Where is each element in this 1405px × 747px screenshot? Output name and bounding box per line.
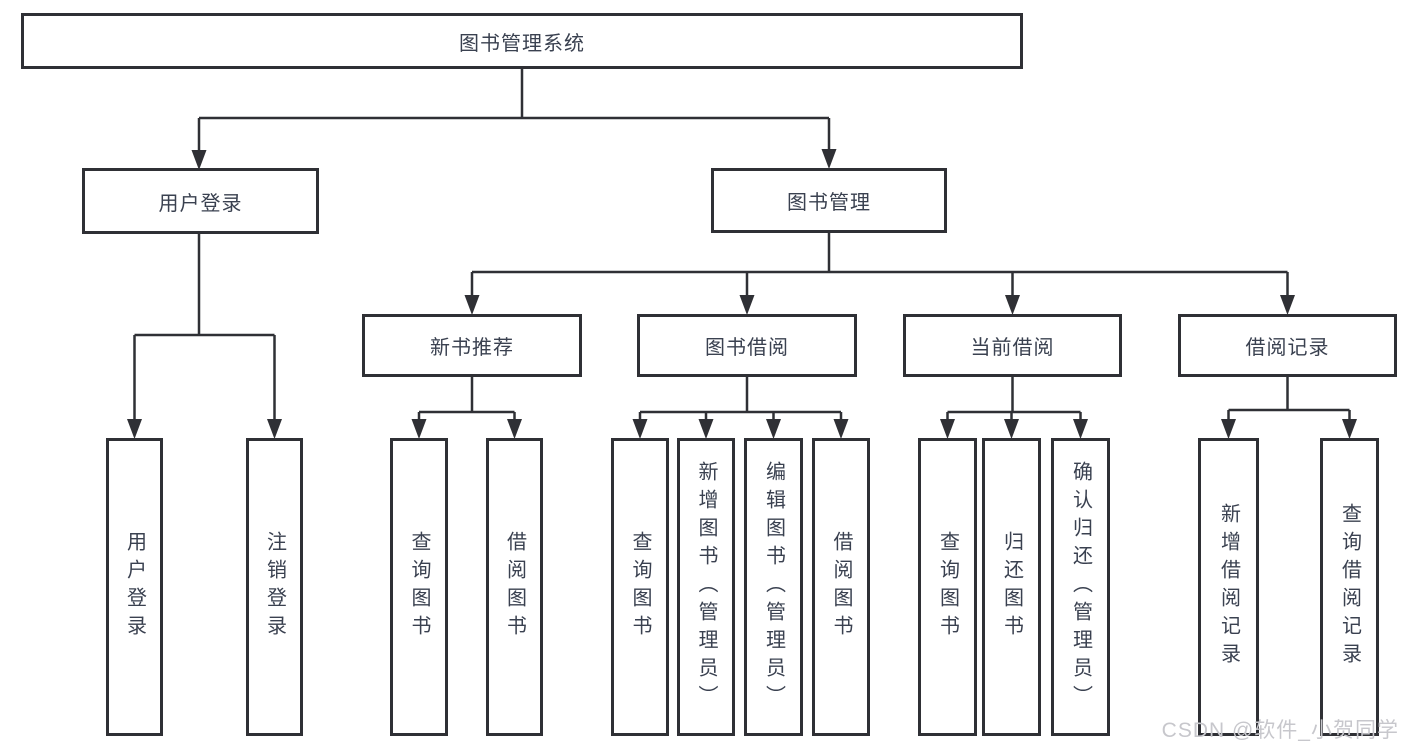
- leaf-query-books-newbook: 查询图书: [390, 438, 448, 736]
- leaf-label: 查询图书: [629, 531, 651, 643]
- leaf-add-book-admin: 新增图书（管理员）: [677, 438, 735, 736]
- leaf-edit-book-admin: 编辑图书（管理员）: [744, 438, 803, 736]
- leaf-query-books-current: 查询图书: [918, 438, 977, 736]
- node-new-book-recommend: 新书推荐: [362, 314, 582, 377]
- leaf-label: 归还图书: [1000, 531, 1023, 643]
- leaf-query-books-borrow: 查询图书: [611, 438, 669, 736]
- node-book-borrow: 图书借阅: [637, 314, 857, 377]
- leaf-label: 查询借阅记录: [1338, 503, 1361, 671]
- leaf-label: 用户登录: [123, 531, 146, 643]
- node-root-system: 图书管理系统: [21, 13, 1023, 69]
- leaf-label: 借阅图书: [503, 531, 526, 643]
- leaf-label: 借阅图书: [830, 531, 852, 643]
- node-book-management: 图书管理: [711, 168, 947, 233]
- leaf-label: 新增借阅记录: [1217, 503, 1240, 671]
- leaf-borrow-books-newbook: 借阅图书: [486, 438, 543, 736]
- leaf-query-borrow-record: 查询借阅记录: [1320, 438, 1379, 736]
- node-current-borrow: 当前借阅: [903, 314, 1122, 377]
- leaf-confirm-return-admin: 确认归还（管理员）: [1051, 438, 1110, 736]
- leaf-borrow-books-borrow: 借阅图书: [812, 438, 870, 736]
- leaf-label: 查询图书: [936, 531, 959, 643]
- node-borrow-records: 借阅记录: [1178, 314, 1397, 377]
- leaf-logout: 注销登录: [246, 438, 303, 736]
- leaf-user-login: 用户登录: [106, 438, 163, 736]
- leaf-label: 新增图书（管理员）: [695, 461, 717, 713]
- leaf-return-books: 归还图书: [982, 438, 1041, 736]
- leaf-add-borrow-record: 新增借阅记录: [1198, 438, 1259, 736]
- arrowheads: [127, 149, 1357, 439]
- leaf-label: 确认归还（管理员）: [1069, 461, 1092, 713]
- node-user-login: 用户登录: [82, 168, 319, 234]
- leaf-label: 注销登录: [263, 531, 286, 643]
- leaf-label: 编辑图书（管理员）: [762, 461, 785, 713]
- leaf-label: 查询图书: [408, 531, 430, 643]
